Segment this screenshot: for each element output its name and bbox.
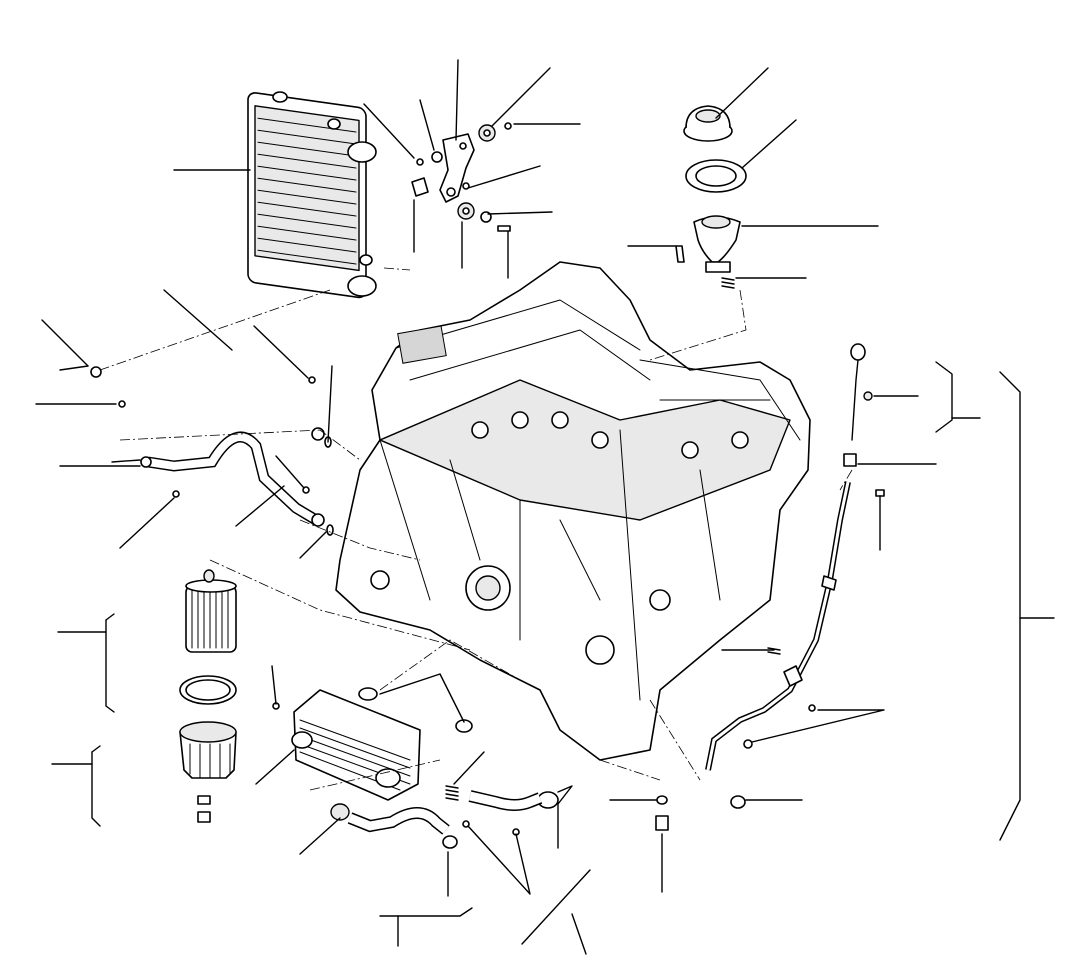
cooler-inlet-pipe[interactable] xyxy=(330,803,450,835)
cooler-outlet-pipe[interactable] xyxy=(468,790,543,811)
oil-filter-housing[interactable] xyxy=(179,721,237,823)
assembly-guide-lines xyxy=(99,267,853,791)
dipstick-guide-tube[interactable] xyxy=(705,453,857,771)
oil-filter-element[interactable] xyxy=(185,569,237,653)
filler-cap[interactable] xyxy=(683,105,733,142)
oil-cooler[interactable] xyxy=(291,689,421,801)
callout-leaders xyxy=(35,59,1055,955)
thermostat-spring[interactable] xyxy=(721,277,735,289)
radiator[interactable] xyxy=(247,91,377,299)
bracket-fasteners[interactable] xyxy=(411,122,512,232)
filter-o-ring[interactable] xyxy=(179,675,237,705)
engine-block[interactable] xyxy=(335,261,811,761)
upper-coolant-pipe[interactable] xyxy=(90,350,325,441)
pipe-fasteners[interactable] xyxy=(118,376,334,536)
cooler-spring-clip[interactable] xyxy=(445,785,459,801)
cap-seal-ring[interactable] xyxy=(685,159,747,193)
dipstick-fasteners[interactable] xyxy=(730,489,885,809)
housing-bolt[interactable] xyxy=(675,245,685,263)
mounting-bracket[interactable] xyxy=(439,133,475,203)
drain-plug[interactable] xyxy=(655,795,669,831)
lower-coolant-pipe[interactable] xyxy=(140,431,325,527)
thermostat-housing[interactable] xyxy=(693,215,741,273)
oil-dipstick[interactable] xyxy=(850,343,873,441)
